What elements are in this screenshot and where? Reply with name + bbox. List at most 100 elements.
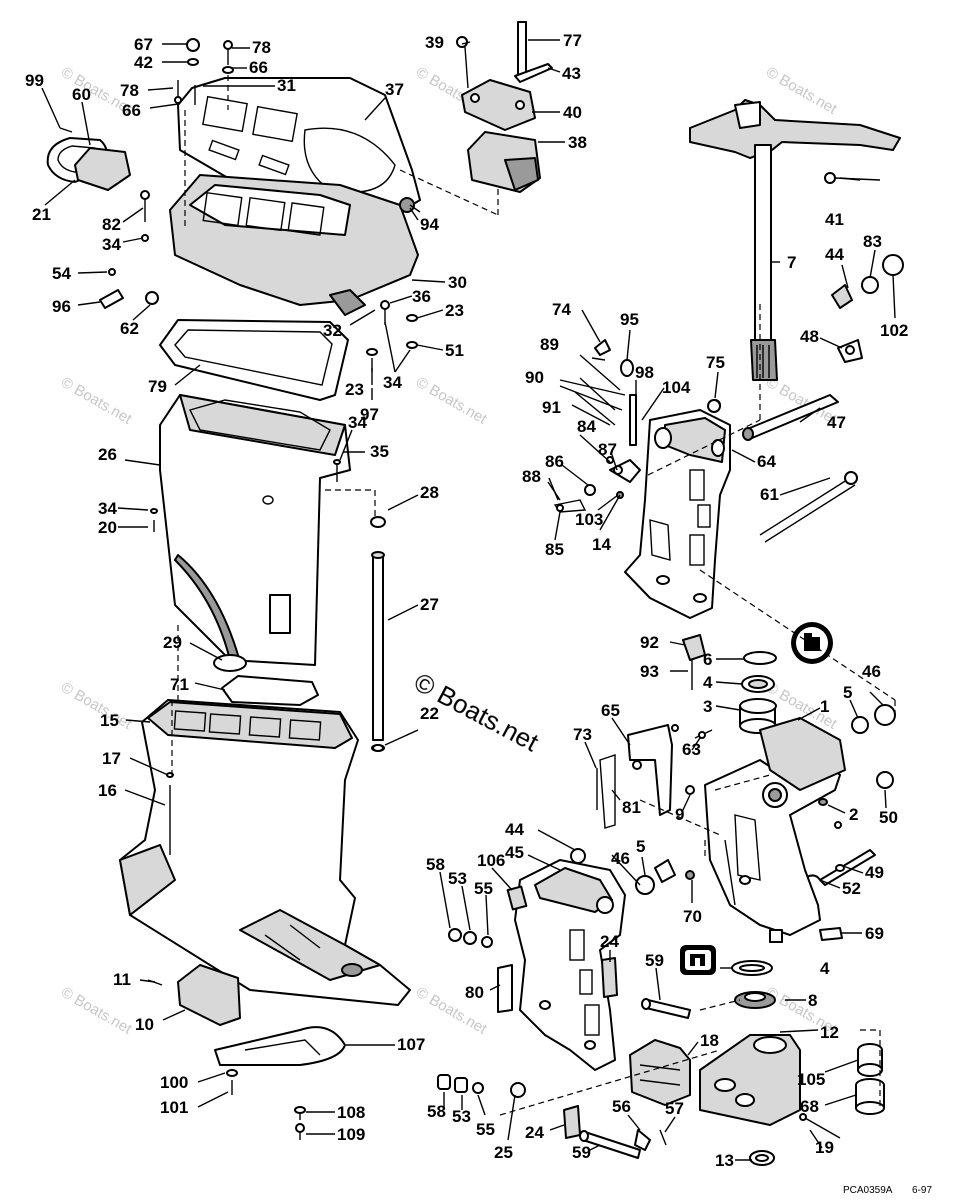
callout-107: 107 — [397, 1035, 425, 1054]
callout-58: 58 — [427, 1102, 446, 1121]
callout-78: 78 — [120, 81, 139, 100]
callout-29: 29 — [163, 633, 182, 652]
watermark-text: © Boats.net — [413, 374, 490, 428]
callout-5: 5 — [636, 837, 645, 856]
callout-30: 30 — [448, 273, 467, 292]
small-hardware-top-right — [709, 172, 904, 411]
callout-11: 11 — [113, 970, 131, 989]
watermark-text: © Boats.net — [763, 64, 840, 118]
callout-98: 98 — [635, 363, 654, 382]
callout-2: 2 — [849, 805, 858, 824]
swivel-bracket-12 — [699, 1034, 801, 1126]
callout-74: 74 — [552, 300, 571, 319]
callout-94: 94 — [420, 215, 439, 234]
washer-4-lower-hole — [739, 964, 765, 972]
callout-37: 37 — [385, 80, 404, 99]
callout-79: 79 — [148, 377, 167, 396]
callout-21: 21 — [32, 205, 51, 224]
callout-73: 73 — [573, 725, 592, 744]
callout-59: 59 — [645, 951, 664, 970]
tilt-support-bracket-65 — [599, 724, 679, 829]
spring-63 — [694, 729, 713, 739]
callout-46: 46 — [611, 849, 630, 868]
sealant-badge-icon — [680, 945, 716, 975]
callout-82: 82 — [102, 215, 121, 234]
callout-14: 14 — [592, 535, 611, 554]
steering-arm-7 — [689, 99, 901, 381]
link-80 — [497, 964, 513, 1013]
drawing-code: PCA0359A — [843, 1185, 893, 1196]
callout-57: 57 — [665, 1099, 684, 1118]
callout-16: 16 — [98, 781, 117, 800]
callout-106: 106 — [477, 851, 505, 870]
callout-103: 103 — [575, 510, 603, 529]
callout-55: 55 — [474, 879, 493, 898]
callout-25: 25 — [494, 1143, 513, 1162]
mount-bracket-40 — [461, 79, 536, 131]
callout-92: 92 — [640, 633, 659, 652]
callout-77: 77 — [563, 31, 582, 50]
bolt-19 — [799, 1113, 841, 1139]
callout-85: 85 — [545, 540, 564, 559]
anti-ventilation-plate-107 — [214, 1026, 346, 1066]
callout-40: 40 — [563, 103, 582, 122]
callout-67: 67 — [134, 35, 153, 54]
lubricant-badge-icon — [791, 622, 833, 664]
callout-71: 71 — [170, 675, 189, 694]
callout-81: 81 — [622, 798, 641, 817]
nut-9 — [685, 785, 695, 795]
callout-55: 55 — [476, 1120, 495, 1139]
callout-64: 64 — [757, 452, 776, 471]
callout-leader-lines — [41, 39, 896, 1161]
callout-47: 47 — [827, 413, 846, 432]
callout-12: 12 — [820, 1023, 839, 1042]
callout-80: 80 — [465, 983, 484, 1002]
stern-bracket-1 — [685, 717, 846, 943]
callout-89: 89 — [540, 335, 559, 354]
callout-63: 63 — [682, 740, 701, 759]
callout-100: 100 — [160, 1073, 188, 1092]
callout-51: 51 — [445, 341, 464, 360]
callout-26: 26 — [98, 445, 117, 464]
driveshaft-housing-15 — [119, 699, 411, 1006]
callout-24: 24 — [600, 932, 619, 951]
small-hardware-top-center — [456, 21, 553, 89]
plate-24 — [601, 957, 618, 998]
callout-7: 7 — [787, 253, 796, 272]
cover-plate-10 — [177, 964, 241, 1026]
alignment-lines-right — [499, 569, 896, 1116]
bottom-hardware — [437, 1074, 667, 1159]
callout-10: 10 — [135, 1015, 154, 1034]
drawing-date: 6-97 — [912, 1185, 932, 1196]
callout-9: 9 — [675, 805, 684, 824]
bushings-105-68 — [855, 1043, 885, 1115]
callout-34: 34 — [98, 499, 117, 518]
callout-93: 93 — [640, 662, 659, 681]
callout-65: 65 — [601, 701, 620, 720]
callout-101: 101 — [160, 1098, 188, 1117]
callout-84: 84 — [577, 417, 596, 436]
callout-labels: 67 42 78 66 31 78 66 99 60 21 37 82 34 5… — [25, 31, 908, 1170]
callout-35: 35 — [370, 442, 389, 461]
callout-23: 23 — [445, 301, 464, 320]
bearing-8 — [734, 991, 776, 1009]
tilt-lock-components — [547, 300, 761, 513]
swivel-bracket-64 — [624, 409, 731, 619]
callout-27: 27 — [420, 595, 439, 614]
callout-95: 95 — [620, 310, 639, 329]
callout-32: 32 — [323, 321, 342, 340]
callout-6: 6 — [703, 650, 712, 669]
callout-3: 3 — [703, 697, 712, 716]
callout-23: 23 — [345, 380, 364, 399]
callout-52: 52 — [842, 879, 861, 898]
callout-69: 69 — [865, 924, 884, 943]
small-hardware-top-left — [59, 38, 418, 1140]
callout-66: 66 — [122, 101, 141, 120]
callout-96: 96 — [52, 297, 71, 316]
callout-41: 41 — [825, 210, 844, 229]
callout-88: 88 — [522, 467, 541, 486]
callout-58: 58 — [426, 855, 445, 874]
callout-78: 78 — [252, 38, 271, 57]
callout-102: 102 — [880, 321, 908, 340]
callout-105: 105 — [797, 1070, 825, 1089]
